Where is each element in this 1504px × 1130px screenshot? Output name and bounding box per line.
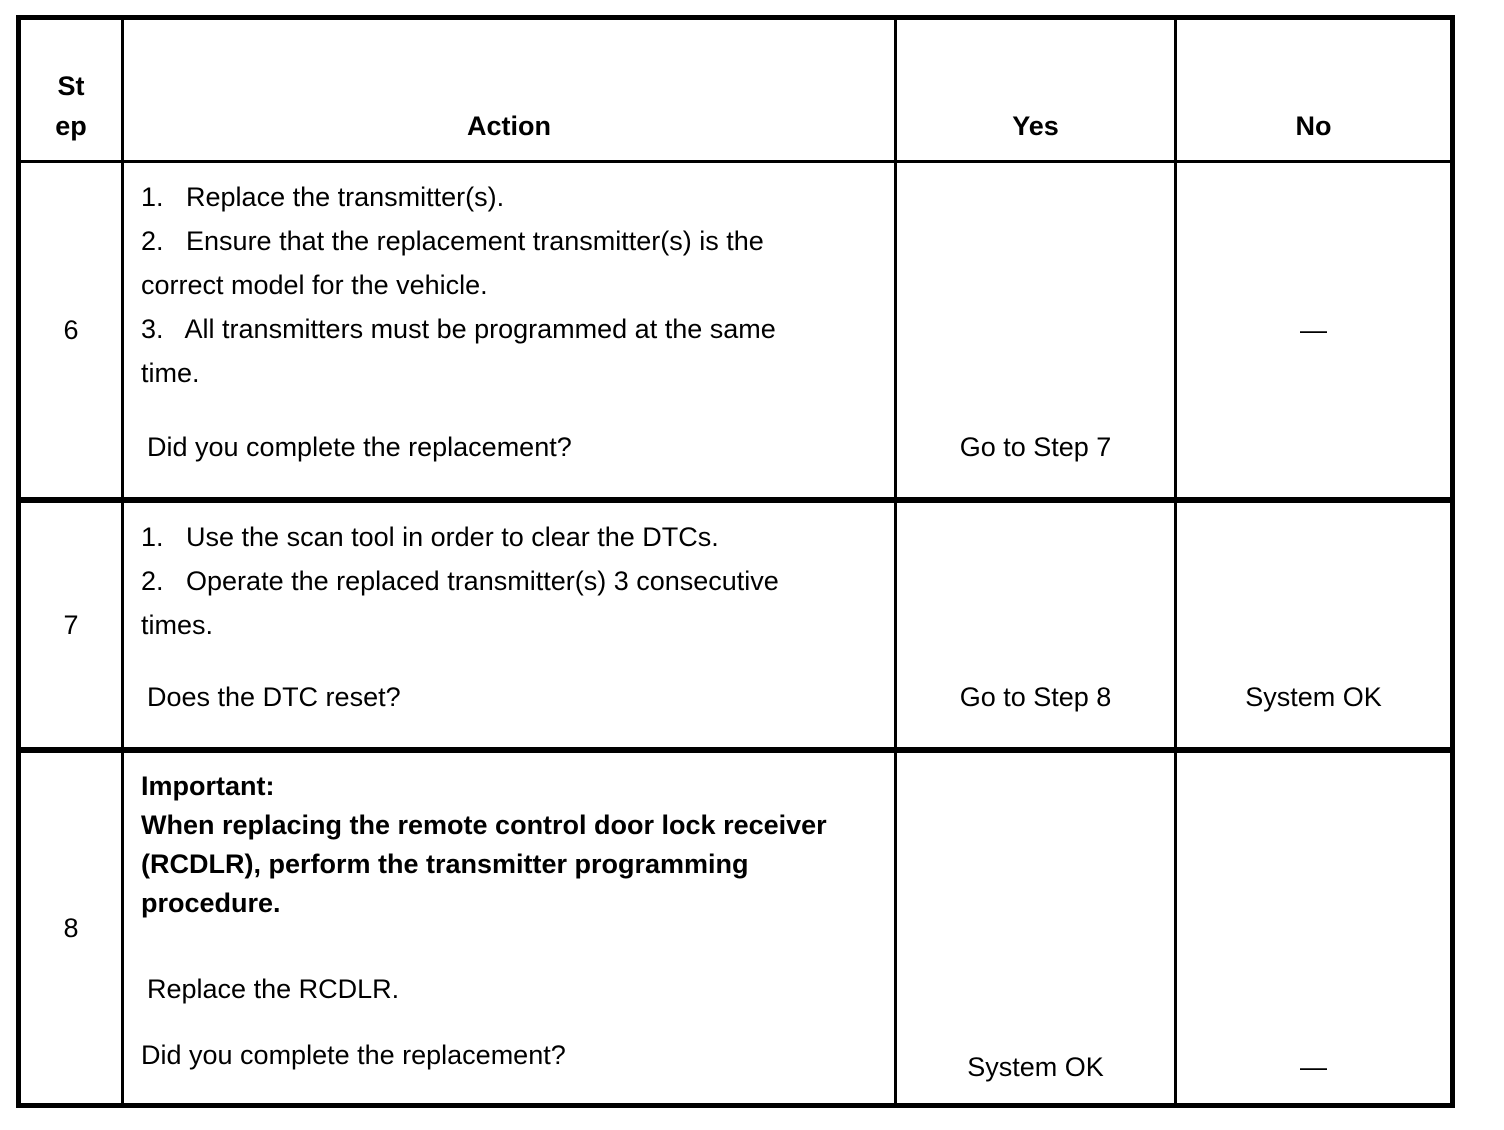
no-cell: System OK	[1174, 497, 1454, 752]
important-line: (RCDLR), perform the transmitter program…	[141, 849, 749, 879]
yes-cell: Go to Step 8	[894, 497, 1177, 752]
important-line: When replacing the remote control door l…	[141, 810, 827, 840]
action-question: Did you complete the replacement?	[147, 432, 572, 462]
no-result: System OK	[1245, 682, 1382, 712]
action-note: Replace the RCDLR.	[147, 974, 400, 1004]
action-line: 2. Ensure that the replacement transmitt…	[141, 226, 764, 256]
header-step: St ep	[17, 16, 124, 163]
action-line: correct model for the vehicle.	[141, 270, 488, 300]
step-number: 6	[63, 314, 79, 345]
action-question: Did you complete the replacement?	[141, 1040, 566, 1070]
header-step-line1: St	[57, 71, 85, 101]
diagnostic-table: St ep Action Yes No 6 1. Replace the tra…	[16, 15, 1455, 1108]
table-row-step-7: 7 1. Use the scan tool in order to clear…	[17, 497, 1454, 752]
header-yes: Yes	[894, 16, 1177, 163]
important-line: procedure.	[141, 888, 281, 918]
step-cell: 7	[17, 497, 124, 752]
yes-result: Go to Step 7	[959, 432, 1112, 462]
header-no: No	[1174, 16, 1454, 163]
yes-result: System OK	[967, 1052, 1104, 1082]
header-row: St ep Action Yes No	[17, 16, 1454, 163]
no-cell: —	[1174, 160, 1454, 502]
table-row-step-6: 6 1. Replace the transmitter(s). 2. Ensu…	[17, 160, 1454, 502]
action-line: 3. All transmitters must be programmed a…	[141, 314, 776, 344]
important-label: Important:	[141, 771, 275, 801]
header-action: Action	[121, 16, 897, 163]
yes-cell: Go to Step 7	[894, 160, 1177, 502]
action-line: 1. Replace the transmitter(s).	[141, 182, 505, 212]
action-cell: Important: When replacing the remote con…	[121, 747, 897, 1107]
step-cell: 6	[17, 160, 124, 502]
action-cell: 1. Use the scan tool in order to clear t…	[121, 497, 897, 752]
action-cell: 1. Replace the transmitter(s). 2. Ensure…	[121, 160, 897, 502]
yes-cell: System OK	[894, 747, 1177, 1107]
step-cell: 8	[17, 747, 124, 1107]
no-result: —	[1300, 315, 1327, 345]
table-row-step-8: 8 Important: When replacing the remote c…	[17, 747, 1454, 1107]
no-result: —	[1300, 1052, 1327, 1082]
yes-result: Go to Step 8	[959, 682, 1112, 712]
header-step-line2: ep	[55, 111, 87, 141]
action-line: time.	[141, 358, 200, 388]
action-line: 2. Operate the replaced transmitter(s) 3…	[141, 566, 779, 596]
step-number: 8	[63, 912, 79, 943]
action-line: times.	[141, 610, 214, 640]
step-number: 7	[63, 609, 79, 640]
action-question: Does the DTC reset?	[147, 682, 401, 712]
action-line: 1. Use the scan tool in order to clear t…	[141, 522, 719, 552]
no-cell: —	[1174, 747, 1454, 1107]
